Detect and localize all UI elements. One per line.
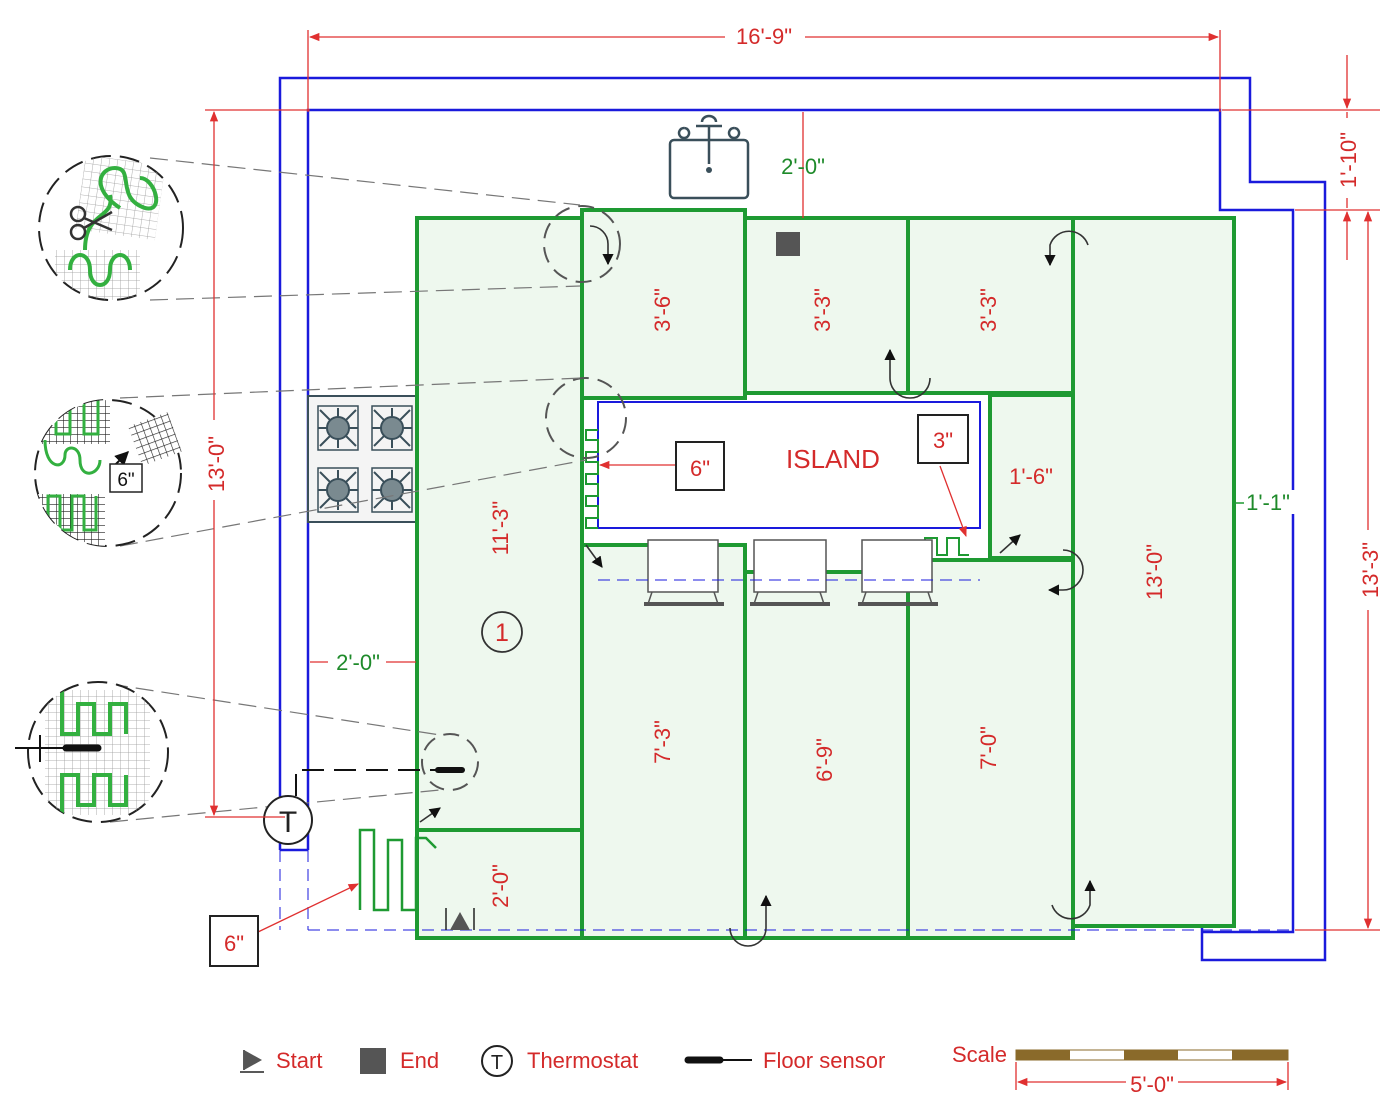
chair-icon — [858, 539, 938, 606]
island-gap-label: 6" — [690, 456, 710, 481]
thermostat-symbol: T — [263, 795, 313, 845]
turn-arrows — [419, 225, 1096, 947]
legend-end-label: End — [400, 1048, 439, 1073]
dim-right-gap: 1'-1" — [1246, 490, 1290, 515]
mat-number-badge: 1 — [481, 611, 523, 653]
clearance-lines — [279, 579, 1290, 931]
detail-mesh-gap: 6" — [34, 399, 182, 547]
detail-cut-mesh — [38, 155, 184, 301]
legend-sensor-label: Floor sensor — [763, 1048, 885, 1073]
dim-sink-clearance: 2'-0" — [781, 154, 825, 179]
legend-end: End — [360, 1048, 439, 1074]
end-marker — [776, 232, 800, 256]
strip-length-label: 3'-3" — [810, 288, 835, 332]
strip-length-label: 3'-6" — [650, 288, 675, 332]
dim-overall-height-right: 13'-3" — [1358, 542, 1383, 598]
heating-mats — [415, 208, 1236, 940]
dim-overall-width: 16'-9" — [736, 24, 792, 49]
strip-length-label: 2'-0" — [488, 864, 513, 908]
thermostat-letter: T — [279, 806, 297, 839]
mat-strip-6 — [1071, 216, 1236, 928]
mat-strip-1 — [415, 216, 584, 940]
bar-stools — [644, 539, 938, 606]
stove-icon — [307, 395, 417, 523]
strip-labels: 11'-3" 3'-6" 3'-3" 3'-3" 1'-6" 13'-0" 7'… — [488, 288, 1167, 908]
strip-length-label: 6'-9" — [812, 738, 837, 782]
mat-strip-3 — [743, 216, 910, 395]
mat-strip-9 — [906, 558, 1075, 940]
detail-sensor — [15, 681, 169, 823]
floor-sensor-line — [295, 767, 465, 796]
chair-icon — [750, 539, 830, 606]
strip-length-label: 11'-3" — [488, 501, 513, 555]
strip-length-label: 7'-3" — [650, 720, 675, 764]
strip-length-label: 3'-3" — [976, 288, 1001, 332]
island-label: ISLAND — [786, 444, 880, 474]
chair-icon — [644, 539, 724, 606]
legend-thermostat-letter: T — [491, 1052, 503, 1074]
detail-gap-label: 6" — [117, 470, 134, 491]
legend-start-label: Start — [276, 1048, 322, 1073]
start-marker — [445, 908, 475, 930]
legend: Start End T Thermostat Floor sensor Scal… — [240, 1042, 1289, 1097]
legend-thermostat: T Thermostat — [481, 1045, 638, 1077]
mat-strip-8 — [743, 570, 910, 940]
strip-length-label: 13'-0" — [1142, 544, 1167, 600]
dim-left-clearance: 2'-0" — [336, 650, 380, 675]
mat-number: 1 — [495, 619, 509, 647]
legend-start: Start — [240, 1048, 322, 1073]
dim-right-offset: 1'-10" — [1336, 132, 1361, 188]
legend-thermostat-label: Thermostat — [527, 1048, 638, 1073]
scale-length-label: 5'-0" — [1130, 1072, 1174, 1097]
mat-strip-10 — [415, 828, 584, 940]
dimension-lines: 16'-9" 13'-0" 13'-3" 1'-10" 2'-0" 2'-0" … — [200, 22, 1383, 967]
cold-lead-serpentine — [358, 828, 437, 912]
scissors-icon — [69, 205, 113, 241]
strip-length-label: 7'-0" — [976, 726, 1001, 770]
scale-label: Scale — [952, 1042, 1007, 1067]
island-gap-right-label: 3" — [933, 428, 953, 453]
scale-bar: Scale 5'-0" — [952, 1042, 1289, 1097]
legend-floor-sensor: Floor sensor — [684, 1048, 885, 1073]
strip-length-label: 1'-6" — [1009, 464, 1053, 489]
sink-icon — [668, 114, 750, 200]
corner-gap-label: 6" — [224, 931, 244, 956]
dim-overall-height-left: 13'-0" — [204, 436, 229, 492]
